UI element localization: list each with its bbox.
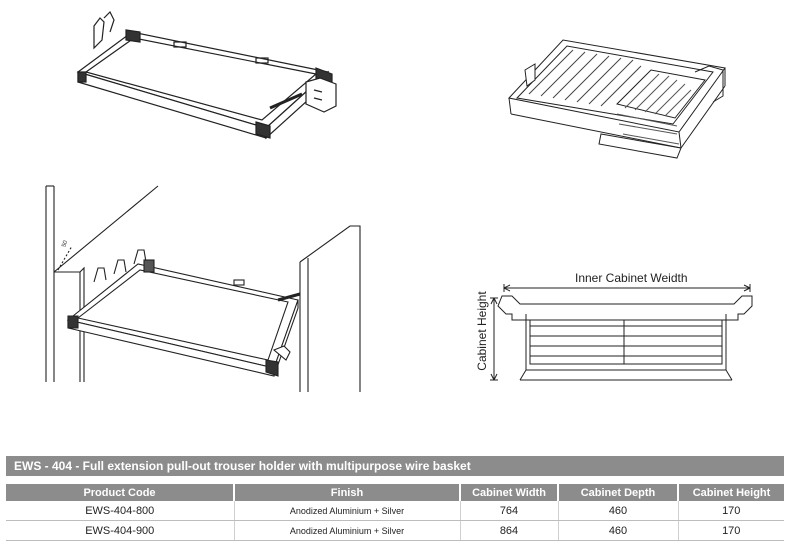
cell-cabinet-height: 170 bbox=[677, 501, 784, 521]
header-cabinet-height: Cabinet Height bbox=[677, 484, 784, 501]
cell-cabinet-depth: 460 bbox=[557, 520, 678, 541]
cell-cabinet-width: 864 bbox=[459, 520, 558, 541]
cell-product-code: EWS-404-800 bbox=[6, 501, 234, 521]
table-header-row: Product Code Finish Cabinet Width Cabine… bbox=[6, 484, 784, 501]
cell-product-code: EWS-404-900 bbox=[6, 520, 234, 541]
product-drawings: 50 Inner Cabinet Weidth Cabin bbox=[45, 10, 753, 392]
cell-cabinet-width: 764 bbox=[459, 501, 558, 521]
cell-finish: Anodized Aluminium + Silver bbox=[233, 501, 460, 521]
installed-in-cabinet bbox=[45, 185, 361, 392]
drawer-frame-top-left bbox=[76, 10, 337, 140]
header-product-code: Product Code bbox=[6, 484, 234, 501]
cell-cabinet-height: 170 bbox=[677, 520, 784, 541]
table-row: EWS-404-800 Anodized Aluminium + Silver … bbox=[6, 501, 784, 521]
table-row: EWS-404-900 Anodized Aluminium + Silver … bbox=[6, 520, 784, 541]
wire-basket-top-right bbox=[508, 39, 726, 159]
cell-cabinet-depth: 460 bbox=[557, 501, 678, 521]
spec-title: EWS - 404 - Full extension pull-out trou… bbox=[6, 456, 784, 476]
header-finish: Finish bbox=[233, 484, 460, 501]
inner-width-label: Inner Cabinet Weidth bbox=[575, 271, 688, 285]
spec-table: Product Code Finish Cabinet Width Cabine… bbox=[6, 484, 784, 541]
cabinet-height-label: Cabinet Height bbox=[475, 291, 489, 371]
header-cabinet-width: Cabinet Width bbox=[459, 484, 558, 501]
header-cabinet-depth: Cabinet Depth bbox=[557, 484, 678, 501]
cell-finish: Anodized Aluminium + Silver bbox=[233, 520, 460, 541]
basket-dimension-diagram bbox=[490, 284, 753, 381]
